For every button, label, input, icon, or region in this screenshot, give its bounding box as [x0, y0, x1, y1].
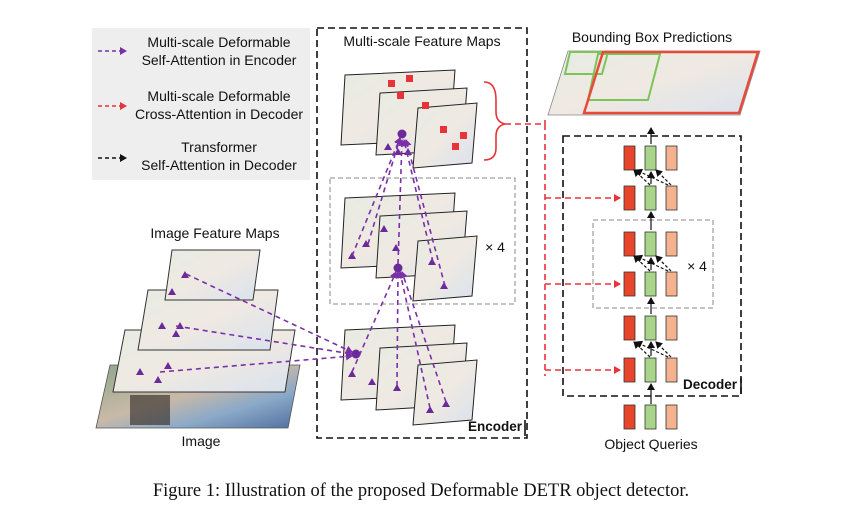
decoder: × 4 Decoder: [562, 127, 742, 452]
encoder-label: Encoder: [468, 419, 523, 434]
encoder: Multi-scale Feature Maps Encoder × 4: [159, 27, 528, 439]
legend-self-attn-line2: Self-Attention in Encoder: [142, 52, 297, 68]
input-feature-stack: [340, 324, 478, 426]
image-label: Image: [182, 433, 221, 449]
decoder-label: Decoder: [683, 377, 738, 392]
decoder-repeat-label: × 4: [687, 258, 707, 274]
figure-caption: Figure 1: Illustration of the proposed D…: [152, 481, 690, 501]
bbox-predictions-label: Bounding Box Predictions: [572, 29, 732, 45]
image-feature-maps-label: Image Feature Maps: [150, 225, 279, 241]
object-queries-label: Object Queries: [604, 436, 697, 452]
legend-item-transformer: Transformer Self-Attention in Decoder: [98, 139, 297, 173]
legend: Multi-scale Deformable Self-Attention in…: [92, 28, 310, 180]
decoder-token-layers: [623, 127, 678, 404]
legend-transformer-line2: Self-Attention in Decoder: [141, 157, 297, 173]
legend-item-self-attention: Multi-scale Deformable Self-Attention in…: [98, 34, 297, 68]
image-pyramid: Image Feature Maps Image: [95, 225, 301, 449]
bounding-box-predictions: Bounding Box Predictions: [547, 29, 761, 116]
encoder-self-attention-arrows: [159, 137, 447, 409]
object-queries: [623, 404, 678, 430]
decoder-cross-attention-arrows: [505, 120, 621, 376]
legend-cross-attn-line1: Multi-scale Deformable: [147, 88, 290, 104]
legend-cross-attn-line2: Cross-Attention in Decoder: [135, 106, 303, 122]
legend-item-cross-attention: Multi-scale Deformable Cross-Attention i…: [98, 88, 303, 122]
output-feature-stack: [340, 69, 478, 169]
legend-transformer-line1: Transformer: [181, 139, 257, 155]
multi-scale-feature-maps-label: Multi-scale Feature Maps: [343, 33, 500, 49]
legend-self-attn-line1: Multi-scale Deformable: [147, 34, 290, 50]
encoder-repeat-label: × 4: [485, 239, 505, 255]
middle-feature-stack: [340, 192, 478, 302]
